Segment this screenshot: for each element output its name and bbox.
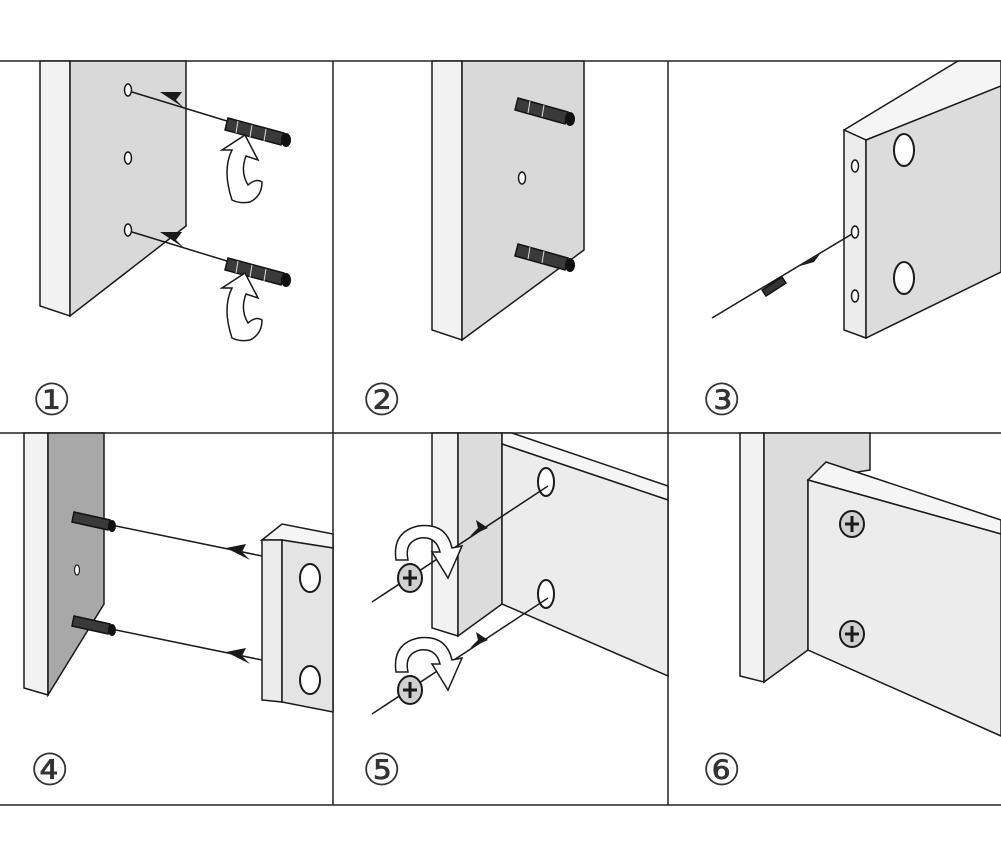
step-4-panel: ④ <box>23 432 334 796</box>
rotate-arrow-icon <box>219 133 263 204</box>
direction-arrow-icon <box>160 232 184 248</box>
step-label: ⑥ <box>702 745 741 796</box>
step-5-panel: ⑤ <box>362 432 669 796</box>
screw-head-icon <box>839 510 865 538</box>
step-label: ② <box>362 375 401 426</box>
direction-arrow-icon <box>226 544 250 560</box>
rotate-arrow-icon <box>219 271 263 342</box>
direction-arrow-icon <box>800 254 820 270</box>
wall-anchor-icon <box>224 117 291 147</box>
wall-anchor-icon <box>514 243 575 272</box>
step-label: ④ <box>30 745 69 796</box>
wall-anchor-icon <box>760 275 788 298</box>
direction-arrow-icon <box>470 632 488 648</box>
step-label: ⑤ <box>362 745 401 796</box>
step-1-panel: ① <box>32 60 291 426</box>
rotate-arrow-icon <box>394 524 464 580</box>
step-6-panel: ⑥ <box>702 432 1001 796</box>
wall-anchor-icon <box>224 257 291 287</box>
wall-anchor-icon <box>71 615 116 636</box>
step-2-panel: ② <box>362 60 585 426</box>
wall-anchor-icon <box>71 511 116 532</box>
screw-head-icon <box>397 563 423 593</box>
rotate-arrow-icon <box>394 636 464 692</box>
screw-head-icon <box>839 620 865 648</box>
direction-arrow-icon <box>160 92 184 108</box>
direction-arrow-icon <box>470 520 488 536</box>
screw-head-icon <box>397 675 423 705</box>
step-3-panel: ③ <box>702 60 1001 426</box>
direction-arrow-icon <box>226 648 250 664</box>
step-label: ① <box>32 375 71 426</box>
wall-anchor-icon <box>514 97 575 126</box>
step-label: ③ <box>702 375 741 426</box>
